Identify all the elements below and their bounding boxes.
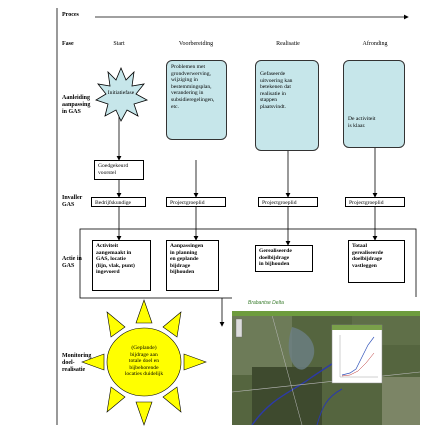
row-label-proces: Proces <box>62 12 79 18</box>
row-label-fase: Fase <box>62 41 74 47</box>
initiatiefase-star <box>95 66 149 122</box>
map-header <box>232 297 420 315</box>
map-menu-bar <box>232 311 420 316</box>
invaller-start-box: Bedrijfskundige <box>91 197 146 207</box>
map-imagery <box>232 314 420 425</box>
sun-icon <box>81 299 207 426</box>
invaller-afronding-box: Projectgroeplid <box>345 197 405 207</box>
phase-voorbereiding: Voorbereiding <box>178 41 214 47</box>
invaller-realisatie-box: Projectgroeplid <box>258 197 318 207</box>
phase-realisatie: Realisatie <box>276 41 300 47</box>
phase-afronding: Afronding <box>362 41 388 47</box>
initiatiefase-label: Initiatiefase <box>107 90 135 96</box>
phase-start: Start <box>113 41 125 47</box>
map-logo: Brabantse Delta <box>248 300 284 306</box>
invaller-voorbereiding-box: Projectgroeplid <box>166 197 226 207</box>
gis-map-screenshot: Brabantse Delta <box>232 297 420 425</box>
